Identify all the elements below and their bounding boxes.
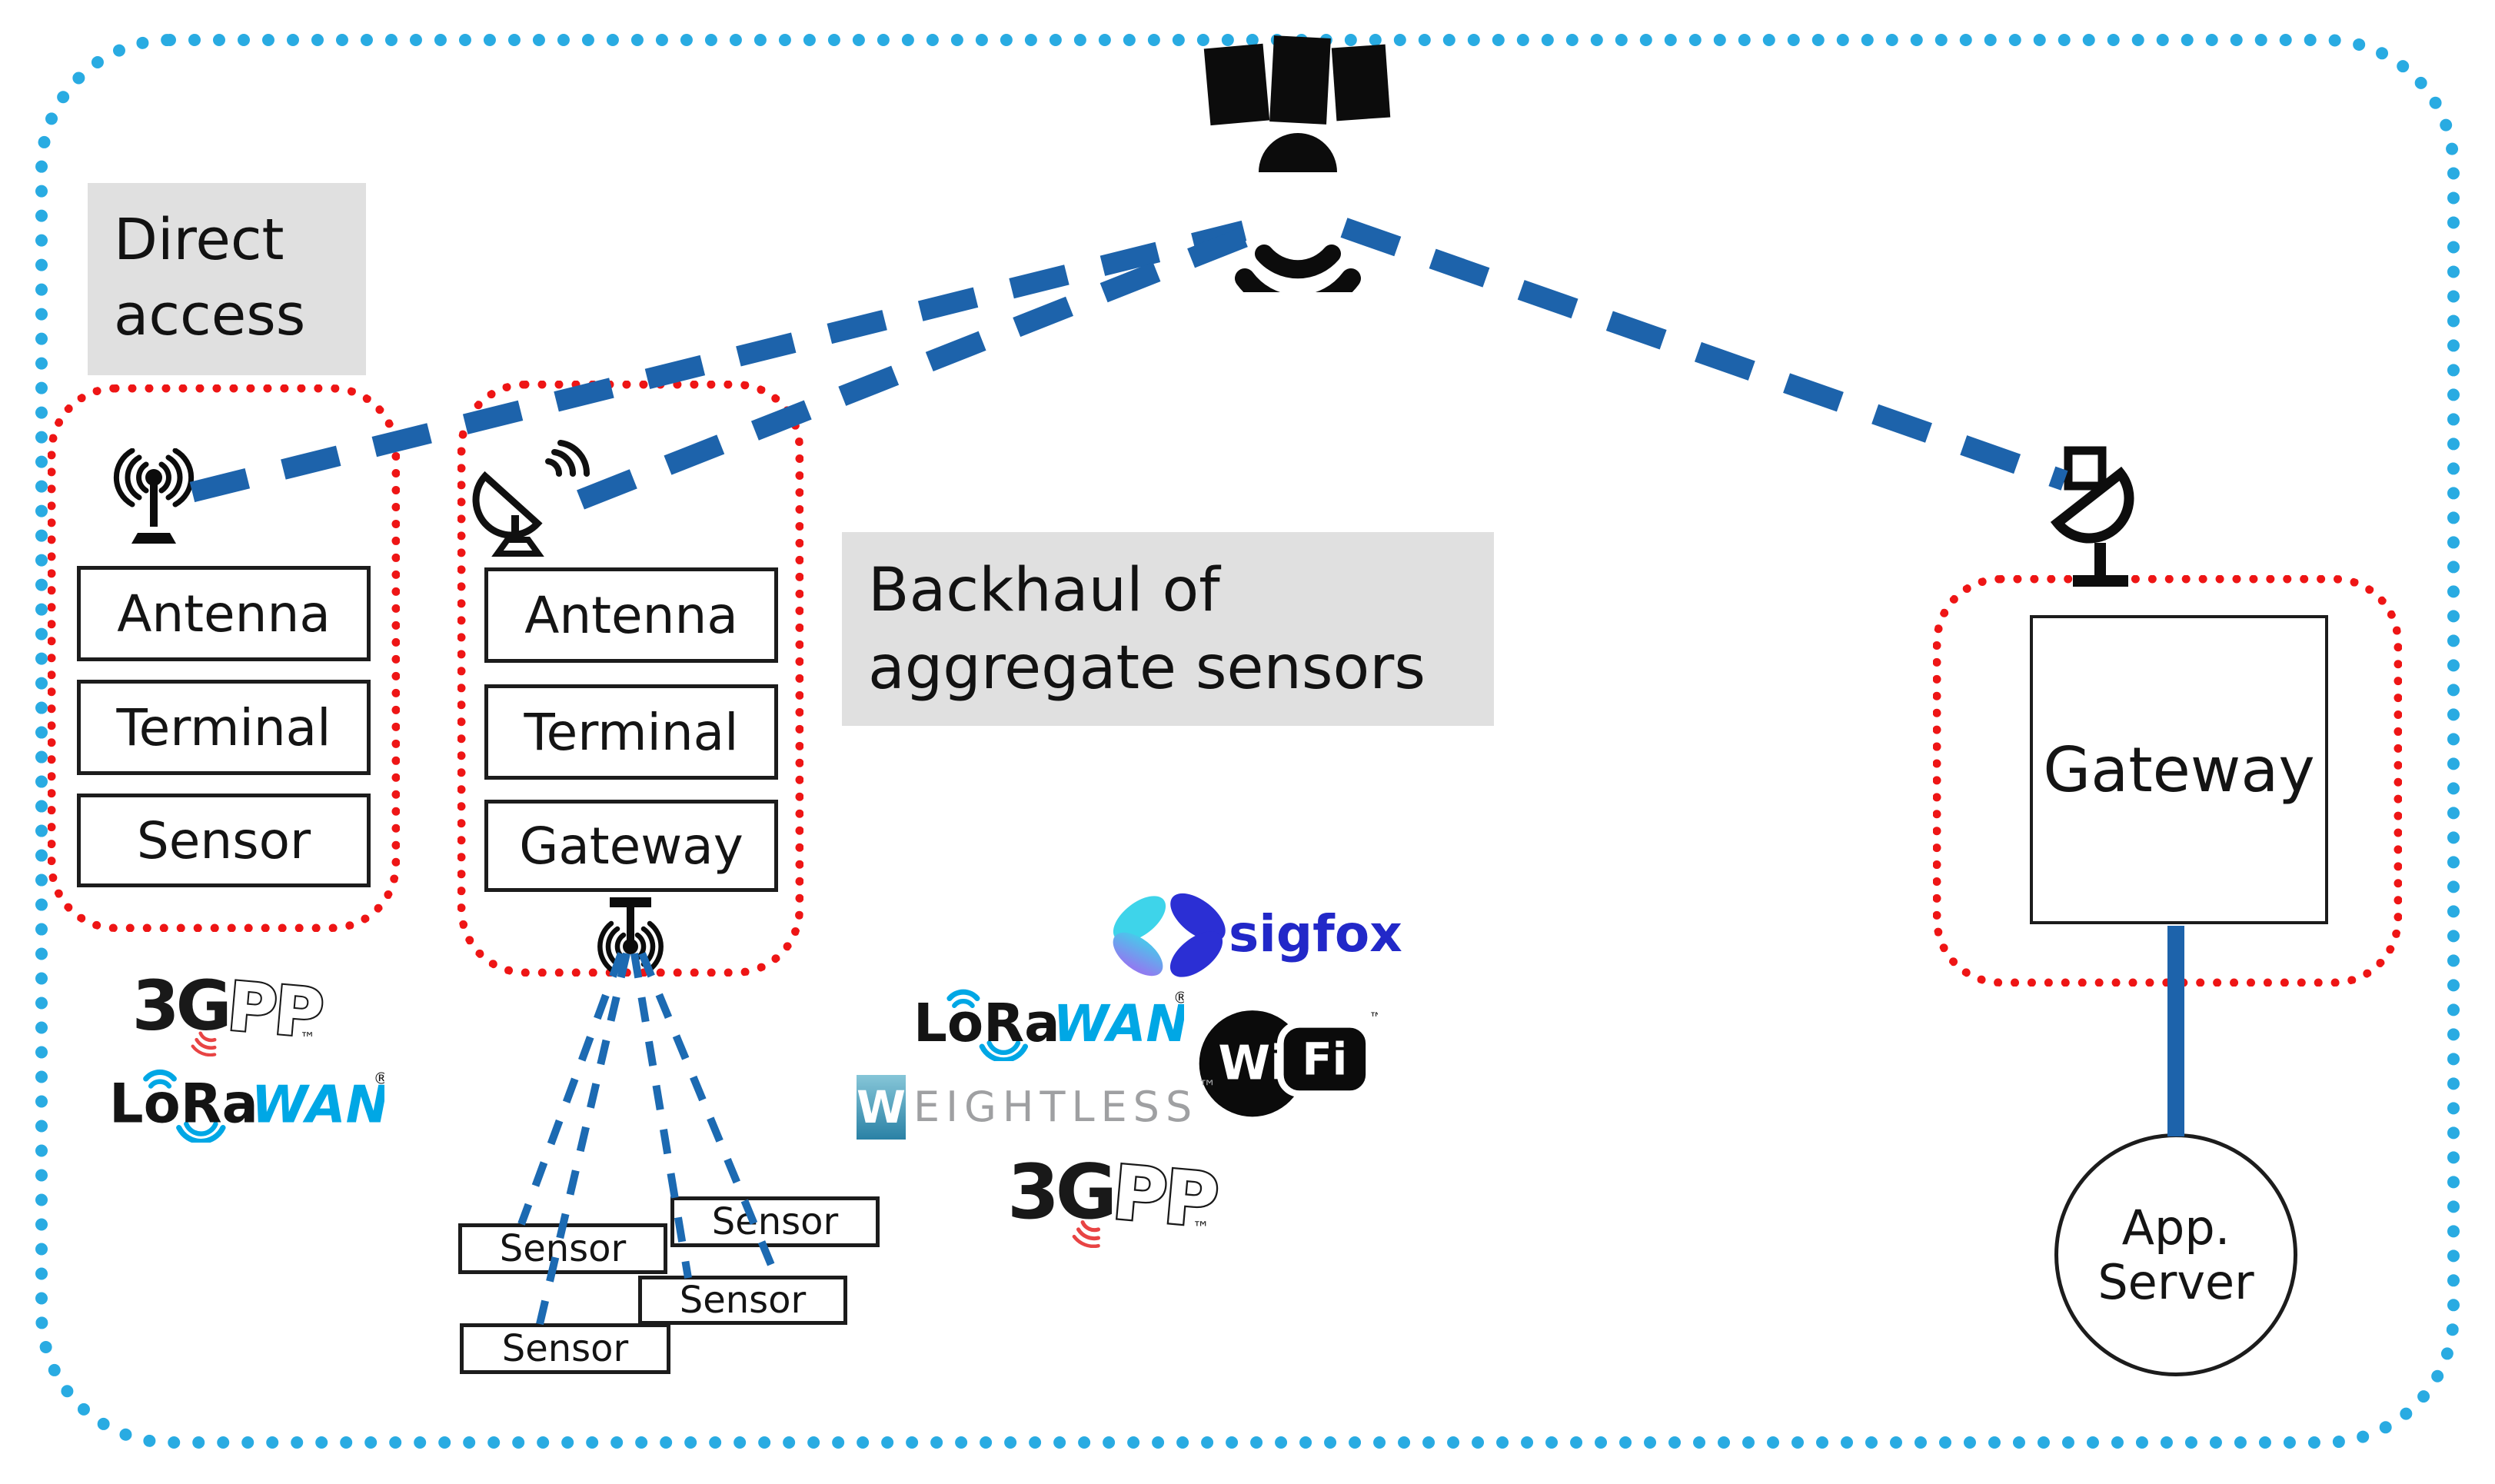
lorawan-wan-text: WAN (1053, 995, 1184, 1053)
app-server-node: App. Server (2054, 1133, 2297, 1376)
backhaul-label: Backhaul of aggregate sensors (842, 532, 1494, 726)
sensor-node-2-label: Sensor (711, 1200, 839, 1243)
direct-sensor-box: Sensor (77, 794, 371, 887)
backhaul-gateway-box: Gateway (484, 800, 778, 892)
sigfox-butterfly-icon (1113, 893, 1226, 977)
backhaul-antenna-box: Antenna (484, 567, 778, 663)
3gpp-3g-text: 3G (1007, 1149, 1113, 1236)
wifi-tm-mark: ™ (1369, 1009, 1378, 1026)
lorawan-logo-left: LoRa WAN ® (109, 1069, 384, 1143)
lorawan-lora-text: LoRa (913, 993, 1060, 1054)
wifi-wi-text: Wi (1218, 1036, 1286, 1090)
backhaul-label-line1: Backhaul of (868, 556, 1220, 625)
direct-sensor-label: Sensor (136, 810, 311, 870)
gateway-antenna-icon (597, 897, 664, 973)
3gpp-tm-mark: ™ (1193, 1218, 1209, 1238)
direct-terminal-box: Terminal (77, 680, 371, 775)
direct-antenna-label: Antenna (117, 584, 331, 644)
direct-access-label-line2: access (114, 281, 306, 348)
direct-terminal-label: Terminal (116, 697, 331, 757)
app-server-label-line2: Server (2097, 1254, 2254, 1310)
lorawan-lora-text: LoRa (109, 1072, 258, 1135)
sensor-node-3: Sensor (638, 1276, 847, 1325)
wifi-logo: Wi Fi ™ (1199, 1009, 1378, 1117)
lorawan-wan-text: WAN (251, 1074, 384, 1134)
backhaul-label-line2: aggregate sensors (868, 634, 1425, 704)
satellite-icon (1203, 35, 1391, 292)
3gpp-3g-text: 3G (132, 966, 228, 1046)
lorawan-reg-mark: ® (1173, 989, 1184, 1007)
weightless-wordmark: EIGHTLESS (913, 1083, 1199, 1131)
direct-access-label-line1: Direct (114, 207, 284, 273)
outer-dotted-frame (35, 34, 2460, 1449)
sensor-node-4-label: Sensor (501, 1327, 629, 1370)
3gpp-tm-mark: ™ (300, 1029, 315, 1047)
3gpp-pp-text: PP (225, 967, 324, 1053)
ground-gateway-label: Gateway (2043, 734, 2315, 806)
weightless-logo: W EIGHTLESS ™ (857, 1075, 1216, 1140)
app-server-label-line1: App. (2121, 1199, 2231, 1256)
sigfox-wordmark: sigfox (1229, 904, 1402, 963)
3gpp-logo-left: 3G PP ™ (132, 966, 324, 1056)
3gpp-logo-middle: 3G PP ™ (1007, 1148, 1219, 1248)
radio-antenna-icon (113, 448, 195, 544)
weightless-w-tile: W (857, 1075, 906, 1140)
direct-antenna-box: Antenna (77, 566, 371, 661)
backhaul-terminal-label: Terminal (524, 702, 739, 762)
backhaul-antenna-label: Antenna (524, 585, 738, 645)
weightless-tm-mark: ™ (1198, 1076, 1217, 1098)
3gpp-pp-text: PP (1109, 1150, 1219, 1244)
lorawan-logo-middle: LoRa WAN ® (913, 989, 1184, 1061)
backhaul-gateway-label: Gateway (519, 816, 744, 876)
backhaul-terminal-box: Terminal (484, 684, 778, 780)
sensor-node-1: Sensor (458, 1223, 667, 1274)
satellite-dish-icon (472, 440, 590, 557)
direct-access-label: Direct access (88, 183, 366, 375)
ground-station-dish-icon (2050, 446, 2134, 587)
ground-gateway-box: Gateway (2030, 615, 2328, 924)
sensor-node-2: Sensor (670, 1196, 880, 1247)
wifi-fi-text: Fi (1302, 1034, 1347, 1086)
sensor-node-1-label: Sensor (499, 1227, 627, 1270)
sensor-node-3-label: Sensor (679, 1279, 807, 1322)
sensor-node-4: Sensor (460, 1323, 670, 1374)
lorawan-reg-mark: ® (374, 1069, 384, 1087)
